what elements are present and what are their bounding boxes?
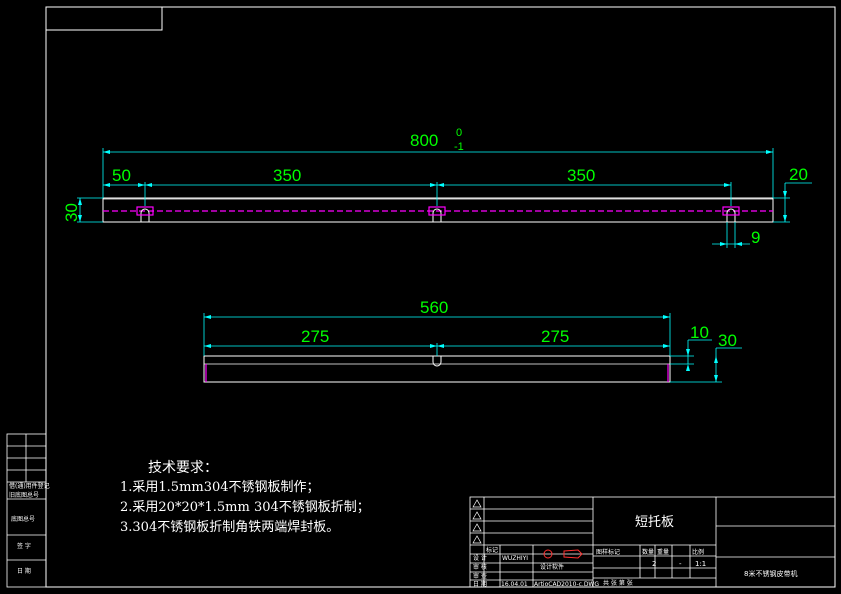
dim-overall-800: 800 [410,131,438,150]
sheet-border [45,6,836,588]
tb-qty-label: 数量 [642,548,654,556]
tb-check-label: 审 核 [473,563,487,571]
tb-quantity: 2 [652,560,656,568]
tech-req-item-3: 3.304不锈钢板折制角铁两端焊封板。 [120,520,340,535]
tb-design-unit-label: 设计软件 [540,563,564,571]
tb-review-label: 审 查 [473,572,487,580]
dim-slot-9: 9 [751,228,760,247]
side-label-1: 借(通)用件登记 [9,482,50,490]
dim-flange-20: 20 [789,165,808,184]
tech-req-item-1: 1.采用1.5mm304不锈钢板制作； [120,480,320,495]
dim-span-right-350: 350 [567,166,595,185]
view2-plate [203,355,671,383]
tb-weight: - [679,560,682,568]
tb-designer: WUZHIYI [502,555,528,562]
dim-span-left-350: 350 [273,166,301,185]
revision-triangles [472,499,482,544]
dim-half-left-275: 275 [301,327,329,346]
dim-height-30b: 30 [718,331,737,350]
tech-req-item-2: 2.采用20*20*1.5mm 304不锈钢板折制； [120,500,370,515]
dim-tol-upper: 0 [456,127,462,139]
project-name: 8米不锈钢皮带机 [744,569,797,578]
view2-dimensions [203,313,742,383]
tb-scale: 1:1 [695,560,706,568]
tech-req-heading: 技术要求： [148,460,218,476]
drawing-logo-icon [563,549,583,559]
tb-design-label: 设 计 [473,554,487,562]
side-label-3: 底图总号 [11,515,35,523]
tb-file-name: ArtioCAD2010-c.DWG [534,581,599,588]
view2-arrows [204,315,718,382]
title-block [469,496,836,588]
top-left-tag-box [45,6,163,31]
side-label-2: 旧底图总号 [9,491,39,499]
part-name: 短托板 [635,515,674,530]
dim-left-50: 50 [112,166,131,185]
dim-height-30: 30 [62,203,81,222]
tb-stage-label: 图样标记 [596,548,620,556]
view1-plate [102,197,774,223]
tb-date-label: 日 期 [473,580,487,588]
dim-tol-lower: -1 [454,141,464,153]
technical-requirements: 技术要求： 1.采用1.5mm304不锈钢板制作； 2.采用20*20*1.5m… [120,458,370,538]
tb-sheets: 共 张 第 张 [603,579,633,587]
tb-date: 16.04.01 [501,581,528,588]
tb-weight-label: 重量 [657,548,669,556]
side-block [6,433,47,588]
dim-flange-10: 10 [690,323,709,342]
side-label-4: 签 字 [17,542,31,550]
tb-scale-label: 比例 [692,548,704,556]
company-logo-icon [543,549,553,559]
dim-overall-560: 560 [420,298,448,317]
tb-row-labels: 标记 [486,546,498,554]
view1-slots [140,208,736,222]
view1-arrows [78,150,787,246]
side-label-5: 日 期 [17,567,31,575]
dim-half-right-275: 275 [541,327,569,346]
